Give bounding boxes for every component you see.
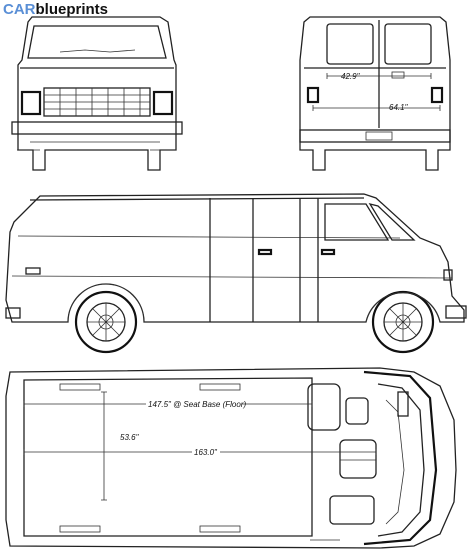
brand-logo-blueprints: blueprints — [35, 1, 109, 18]
front-view — [11, 16, 183, 171]
cargo-width-label: 53.6" — [120, 433, 140, 442]
seat-base-dimension-label: 147.5" @ Seat Base (Floor) — [148, 400, 246, 409]
brand-logo-car: CAR — [3, 1, 36, 18]
top-view: 147.5" @ Seat Base (Floor) 53.6" 163.0" — [5, 367, 457, 549]
side-view — [5, 193, 467, 354]
rear-track-label: 64.1" — [389, 103, 409, 112]
cargo-length-label: 163.0" — [194, 448, 218, 457]
rear-window-width-label: 42.9" — [341, 72, 361, 81]
rear-view: 42.9" 64.1" — [299, 16, 451, 171]
brand-logo: CARblueprints — [3, 1, 108, 19]
